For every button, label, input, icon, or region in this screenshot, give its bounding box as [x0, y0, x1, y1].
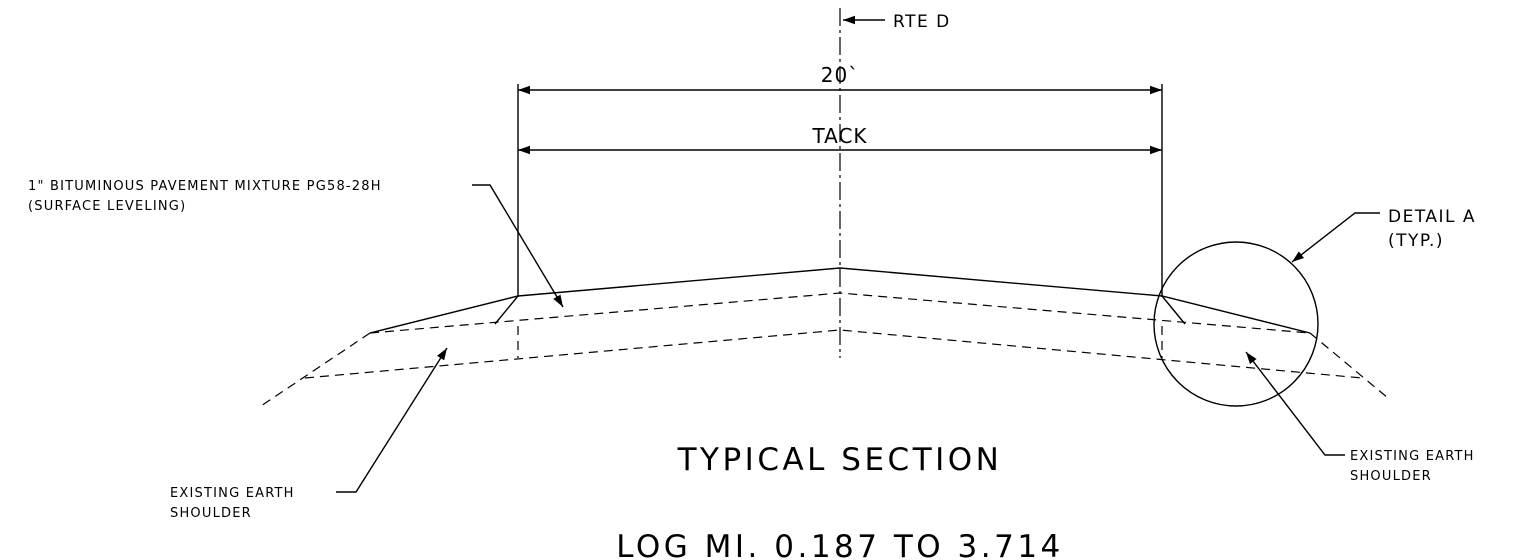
width-dimension-label: 20` [821, 63, 859, 87]
left-pavement-edge [494, 295, 519, 325]
left-shoulder-leader [336, 347, 448, 493]
right-shoulder-label-line2: SHOULDER [1350, 469, 1432, 484]
right-shoulder-label-line1: EXISTING EARTH [1350, 449, 1475, 464]
right-pavement-edge [1161, 295, 1186, 325]
pavement-label-line2: (SURFACE LEVELING) [28, 199, 186, 214]
detail-leader [1291, 212, 1380, 263]
detail-a-circle [1153, 241, 1319, 407]
left-shoulder-label-line2: SHOULDER [170, 506, 252, 521]
route-label: RTE D [893, 12, 951, 32]
left-shoulder-slope [257, 332, 371, 409]
right-shoulder-leader [1245, 351, 1345, 456]
tack-label: TACK [811, 124, 867, 148]
pavement-leader [472, 184, 564, 308]
section-title: TYPICAL SECTION [677, 442, 1003, 478]
pavement-label-line1: 1" BITUMINOUS PAVEMENT MIXTURE PG58-28H [28, 179, 382, 194]
existing-surface-line [369, 292, 1311, 334]
log-mile-range: LOG MI. 0.187 TO 3.714 [616, 529, 1064, 560]
pavement-surface-line [369, 267, 1311, 334]
detail-label-line1: DETAIL A [1388, 207, 1476, 227]
right-shoulder-slope [1309, 332, 1389, 399]
left-shoulder-label-line1: EXISTING EARTH [170, 486, 295, 501]
detail-label-line2: (TYP.) [1388, 231, 1444, 251]
existing-base-line [304, 329, 1363, 379]
